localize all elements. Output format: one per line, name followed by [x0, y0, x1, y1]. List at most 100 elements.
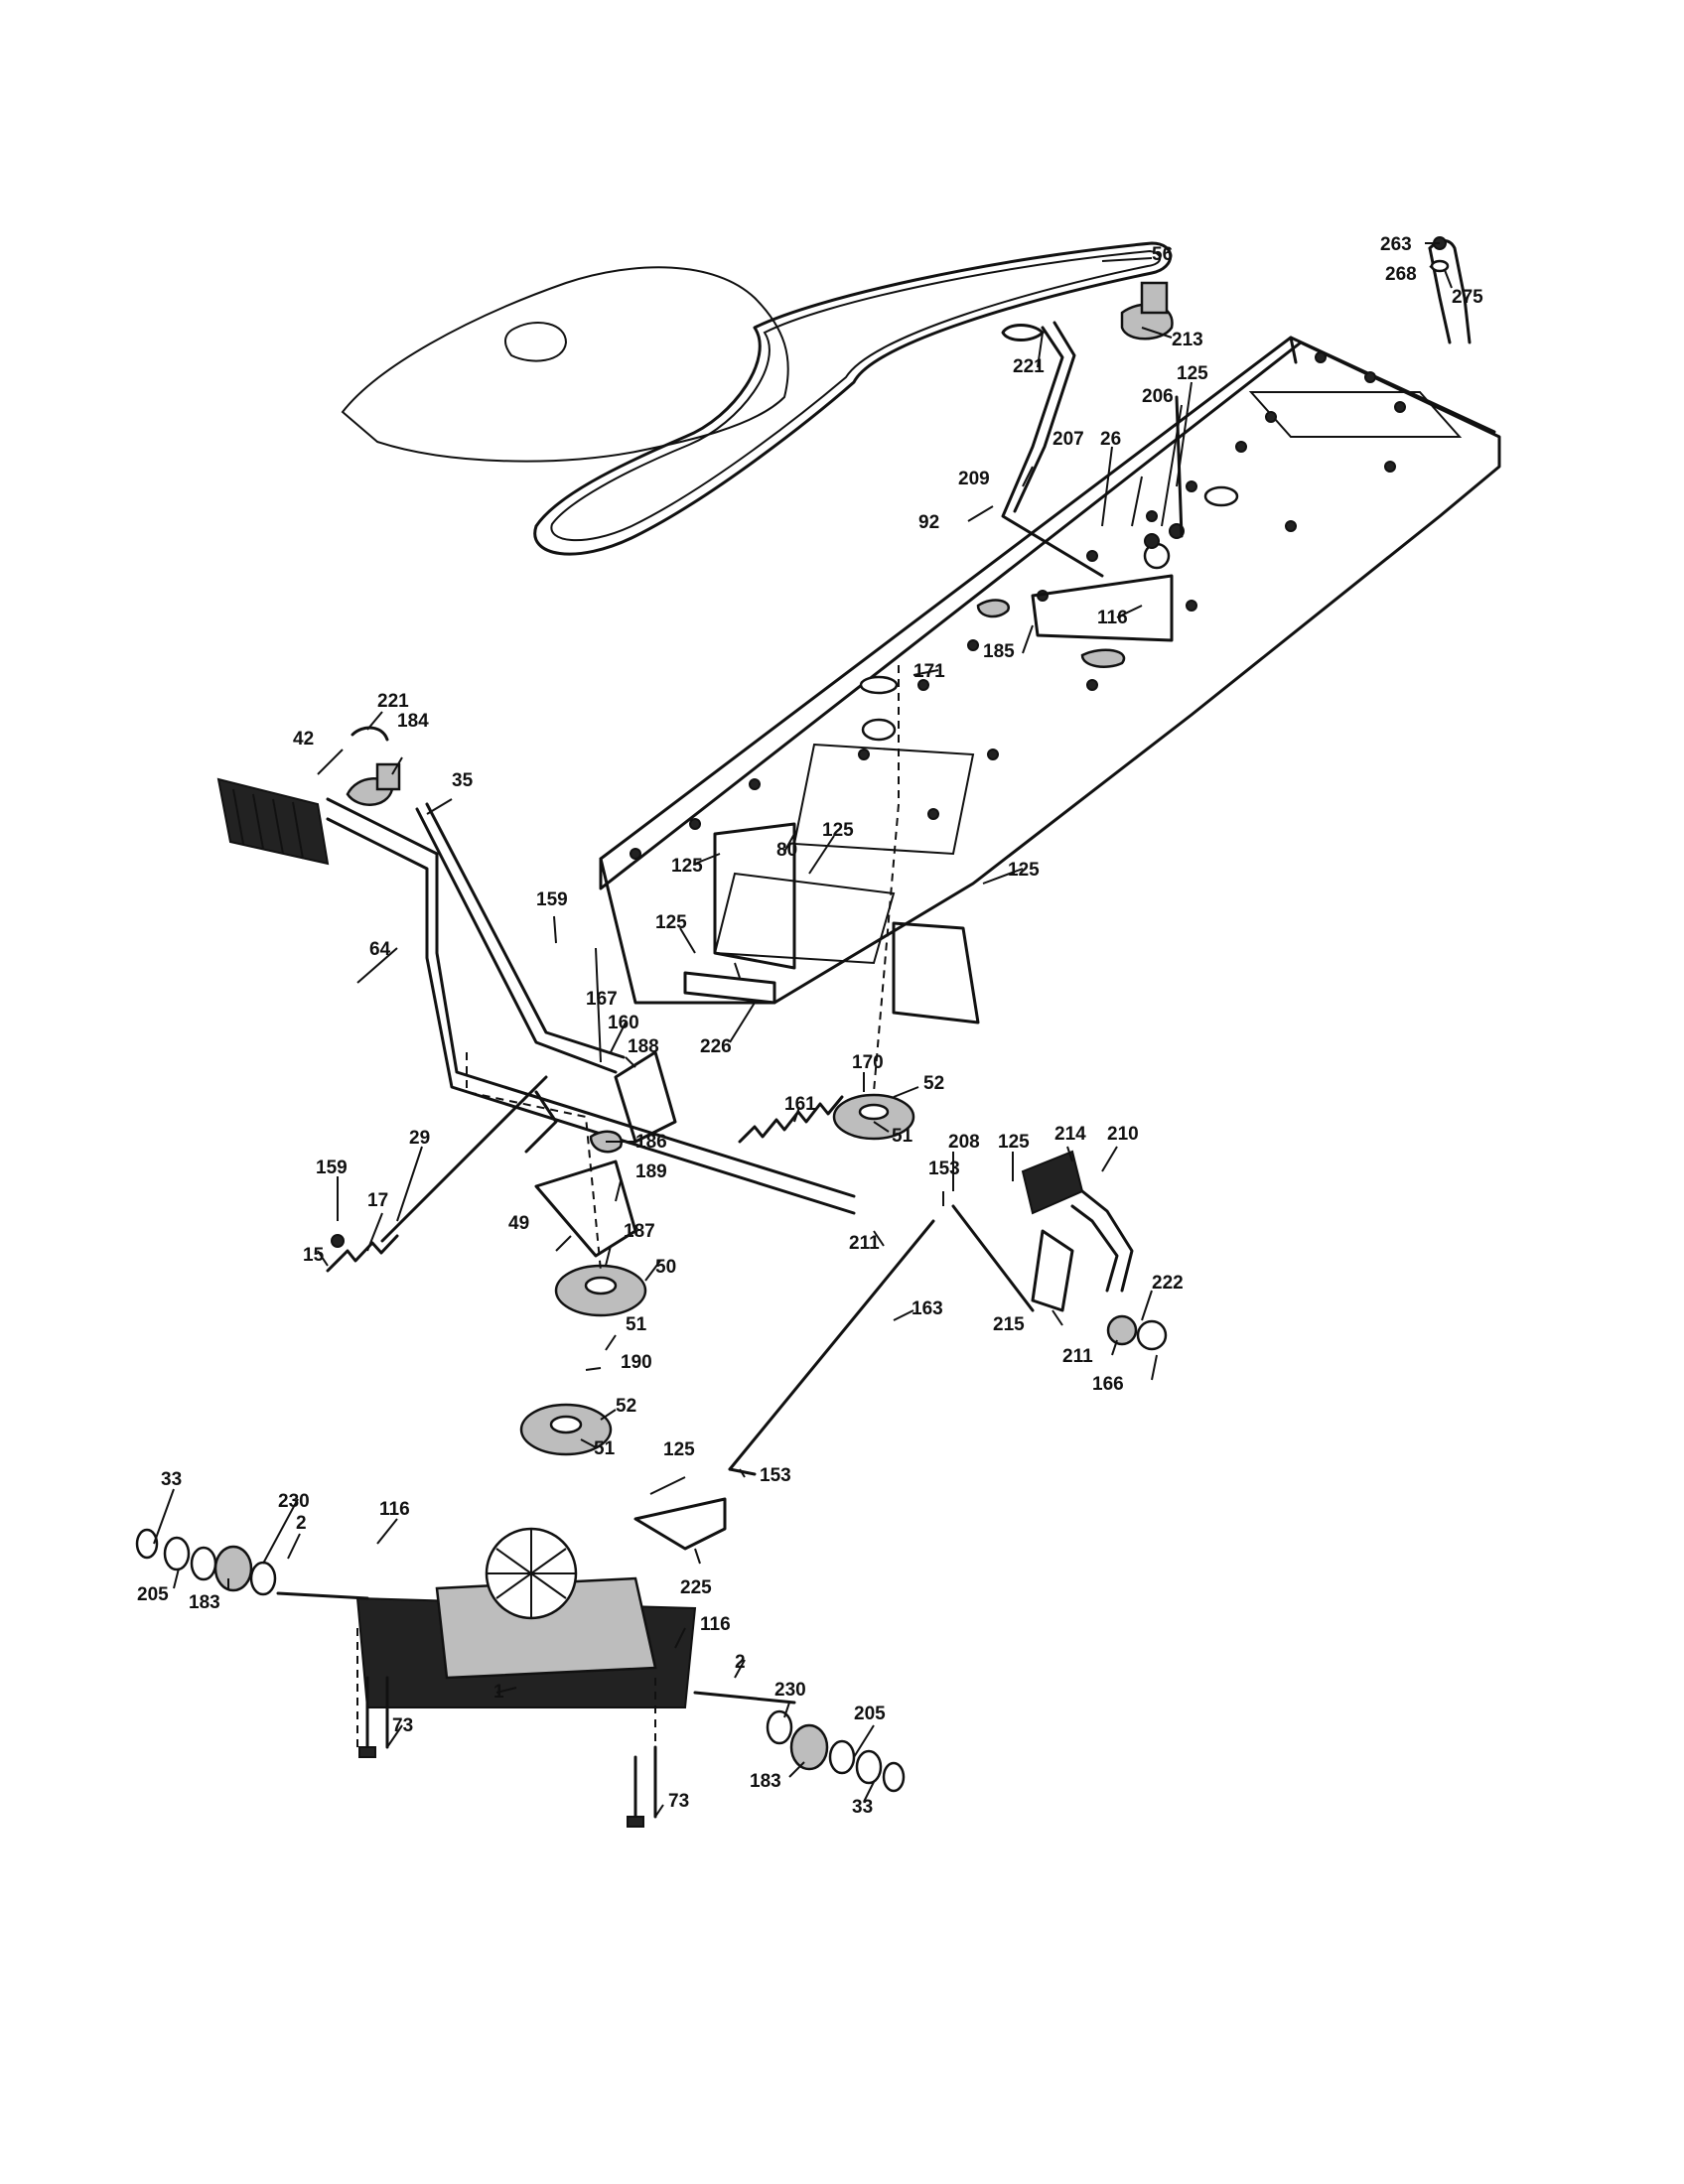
callout-51: 51: [626, 1314, 647, 1335]
callout-92: 92: [918, 512, 939, 533]
callout-153: 153: [760, 1465, 791, 1486]
callout-207: 207: [1052, 429, 1084, 450]
callout-125: 125: [1177, 363, 1208, 384]
callout-186: 186: [635, 1132, 667, 1153]
knob-icon: [346, 726, 401, 806]
callout-213: 213: [1172, 330, 1203, 350]
callout-52: 52: [923, 1073, 944, 1094]
callout-167: 167: [586, 989, 618, 1010]
callout-116: 116: [379, 1499, 410, 1520]
callout-125: 125: [663, 1439, 695, 1460]
callout-170: 170: [852, 1052, 884, 1073]
callout-2: 2: [735, 1652, 746, 1673]
callout-230: 230: [774, 1680, 806, 1701]
callout-2: 2: [296, 1513, 307, 1534]
callout-125: 125: [998, 1132, 1030, 1153]
callout-189: 189: [635, 1161, 667, 1182]
callout-187: 187: [624, 1221, 655, 1242]
callout-33: 33: [161, 1469, 182, 1490]
callout-51: 51: [892, 1126, 913, 1147]
callout-125: 125: [822, 820, 854, 841]
callout-211: 211: [849, 1233, 880, 1254]
callout-33: 33: [852, 1797, 873, 1818]
callout-116: 116: [1097, 608, 1128, 628]
callout-226: 226: [700, 1036, 732, 1057]
callout-185: 185: [983, 641, 1015, 662]
callout-171: 171: [913, 661, 945, 682]
idler-arm-icon: [534, 1130, 637, 1258]
alignment-lines: [356, 665, 900, 1747]
pedal-icon: [951, 1150, 1168, 1351]
callout-161: 161: [784, 1094, 816, 1115]
bracket-icon: [683, 822, 980, 1024]
hitch-pin-icon: [1428, 236, 1472, 344]
pulley-icon: [519, 1093, 915, 1456]
callout-160: 160: [608, 1013, 639, 1033]
brake-rod-icon: [326, 1075, 548, 1273]
callout-56: 56: [1152, 244, 1173, 265]
callout-208: 208: [948, 1132, 980, 1153]
callout-209: 209: [958, 469, 990, 489]
brake-shaft-icon: [326, 797, 856, 1215]
callout-153: 153: [928, 1159, 960, 1179]
callout-184: 184: [397, 711, 429, 732]
callout-230: 230: [278, 1491, 310, 1512]
transaxle-icon: [276, 1527, 796, 1708]
callout-1: 1: [493, 1682, 504, 1703]
grip-icon: [216, 777, 330, 866]
callout-17: 17: [367, 1190, 388, 1211]
callout-35: 35: [452, 770, 474, 791]
callout-214: 214: [1054, 1124, 1086, 1145]
shift-lever-icon: [1001, 281, 1174, 578]
callout-188: 188: [628, 1036, 659, 1057]
callout-125: 125: [655, 912, 687, 933]
spring-icon: [738, 1095, 844, 1144]
callout-125: 125: [671, 856, 703, 877]
callout-183: 183: [189, 1592, 220, 1613]
callout-275: 275: [1452, 287, 1483, 308]
callout-206: 206: [1142, 386, 1174, 407]
callout-211: 211: [1062, 1346, 1093, 1367]
callout-221: 221: [1013, 356, 1045, 377]
callout-163: 163: [912, 1298, 943, 1319]
callout-52: 52: [616, 1396, 636, 1417]
mounting-plate-icon: [633, 1497, 727, 1551]
control-rod-icon: [728, 1219, 935, 1476]
callout-183: 183: [750, 1771, 781, 1792]
callout-159: 159: [316, 1158, 348, 1178]
deck-outline-icon: [341, 266, 789, 463]
callout-221: 221: [377, 691, 409, 712]
callout-210: 210: [1107, 1124, 1139, 1145]
callout-222: 222: [1152, 1273, 1184, 1294]
callout-49: 49: [508, 1213, 529, 1234]
drive-belt-icon: [533, 241, 1173, 556]
callout-166: 166: [1092, 1374, 1124, 1395]
callout-190: 190: [621, 1352, 652, 1373]
callout-268: 268: [1385, 264, 1417, 285]
callout-205: 205: [854, 1704, 886, 1724]
callout-42: 42: [293, 729, 314, 750]
frame-icon: [599, 336, 1501, 1005]
hub-icon: [135, 1528, 906, 1793]
bolt-icon: [358, 1676, 657, 1828]
callout-73: 73: [668, 1791, 689, 1812]
callout-263: 263: [1380, 234, 1412, 255]
callout-205: 205: [137, 1584, 169, 1605]
callout-50: 50: [655, 1257, 676, 1278]
leader-lines: [153, 242, 1453, 1818]
callout-116: 116: [700, 1614, 731, 1635]
callout-15: 15: [303, 1245, 325, 1266]
callout-29: 29: [409, 1128, 430, 1149]
callout-215: 215: [993, 1314, 1025, 1335]
callout-26: 26: [1100, 429, 1121, 450]
callout-64: 64: [369, 939, 391, 960]
callout-159: 159: [536, 889, 568, 910]
callout-80: 80: [776, 840, 797, 861]
brake-bracket-icon: [524, 1050, 677, 1154]
callout-73: 73: [392, 1715, 413, 1736]
callout-51: 51: [594, 1438, 616, 1459]
callout-225: 225: [680, 1577, 712, 1598]
callouts: 56 213 221 263 268 275 125 206 207 26 20…: [137, 234, 1483, 1818]
callout-125: 125: [1008, 860, 1040, 881]
